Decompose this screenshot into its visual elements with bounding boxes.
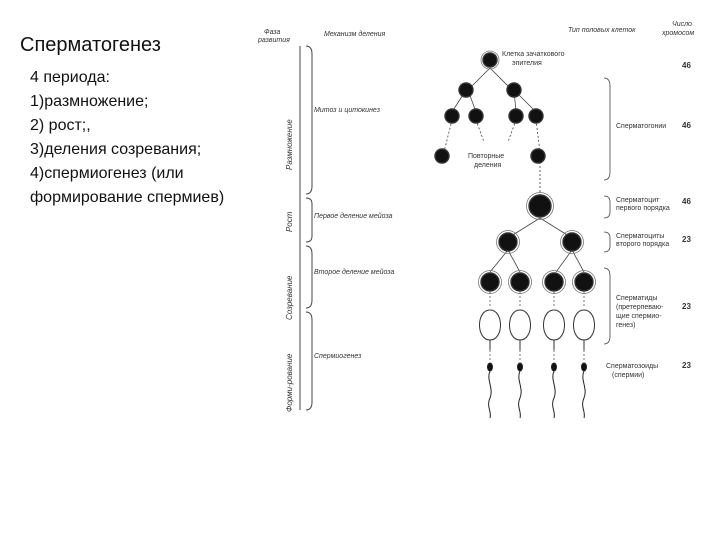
spermatid-cell [480,272,500,292]
period-item-maturation: 3)деления созревания; [30,141,202,158]
bracket-maturation [305,245,313,309]
cell-type-brackets [603,77,611,345]
mechanism-mitosis: Митоз и цитокинез [314,107,381,114]
chromosome-count-spermatogonia: 46 [682,121,691,130]
spermatogonium-cell [468,108,484,124]
spermatogonium-cell [458,82,474,98]
chromosome-count-secondary-spermatocyte: 23 [682,235,691,244]
annotation-repeated-divisions-2: деления [474,162,501,169]
annotation-germ-epithelium-1: Клетка зачаткового [502,51,565,58]
header-phase-line1: Фаза [264,29,280,36]
cell-group [434,52,594,292]
phase-label-reproduction: Размножение [285,119,294,170]
cell-type-spermatids-2: (претерпеваю- [616,304,664,311]
phase-label-formation: Форми-рование [285,353,294,412]
secondary-spermatocyte-cell [562,232,582,252]
period-item-reproduction: 1)размножение; [30,93,149,110]
annotation-repeated-divisions-1: Повторные [468,153,504,160]
arrows-to-spermatozoa [489,292,585,362]
spermatid-cell [574,272,594,292]
cell-type-primary-spermatocyte-2: первого порядка [616,205,670,212]
bracket-growth [305,197,313,243]
germ-epithelium-cell [482,52,498,68]
chromosome-count-primary-spermatocyte: 46 [682,197,691,206]
cell-type-spermatids-1: Сперматиды [616,295,657,302]
spermatogonium-cell [530,148,546,164]
spermatid-cell [510,272,530,292]
spermatogonium-cell [508,108,524,124]
spermatogenesis-diagram: Фаза развития Механизм деления Тип полов… [257,21,694,419]
spermatogonium-cell [506,82,522,98]
header-phase-line2: развития [257,37,290,44]
spermatozoa [487,362,587,419]
cell-type-secondary-spermatocyte-1: Сперматоциты [616,233,664,240]
primary-spermatocyte-cell [528,194,552,218]
phase-label-growth: Рост [285,211,294,232]
annotation-germ-epithelium-2: эпителия [512,60,542,67]
spermatogonium-cell [444,108,460,124]
header-chromosomes-line2: хромосом [661,30,694,37]
cell-type-spermatids-4: генез) [616,322,635,329]
spermatid-cell [544,272,564,292]
cell-type-spermatogonia: Сперматогонии [616,123,666,130]
spermatogonium-cell [434,148,450,164]
header-cell-type: Тип половых клеток [568,27,636,34]
slide-title: Сперматогенез [20,34,161,56]
transforming-spermatids [479,309,595,350]
mechanism-meiosis-2: Второе деление мейоза [314,268,394,276]
spermatogonium-cell [528,108,544,124]
period-item-spermiogenesis: 4)спермиогенез (или формирование спермие… [30,165,225,206]
phase-label-maturation: Созревание [285,275,294,320]
cell-type-primary-spermatocyte-1: Сперматоцит [616,197,660,204]
cell-type-secondary-spermatocyte-2: второго порядка [616,241,669,248]
chromosome-count-spermatids: 23 [682,302,691,311]
chromosome-count-germ: 46 [682,61,691,70]
mechanism-meiosis-1: Первое деление мейоза [314,212,393,220]
bracket-reproduction [305,45,313,195]
period-list: 4 периода: 1)размножение; 2) рост;, 3)де… [30,66,270,210]
cell-type-spermatozoa-1: Сперматозоиды [606,363,658,370]
header-mechanism: Механизм деления [324,30,386,38]
cell-type-spermatozoa-2: (спермии) [612,372,644,379]
cell-rims [478,50,596,294]
chromosome-count-spermatozoa: 23 [682,361,691,370]
period-item-growth: 2) рост;, [30,117,91,134]
bracket-formation [305,311,313,411]
secondary-spermatocyte-cell [498,232,518,252]
mechanism-spermiogenesis: Спермиогенез [314,353,362,360]
header-chromosomes-line1: Число [672,21,692,28]
cell-type-spermatids-3: щие спермио- [616,313,662,320]
period-list-intro: 4 периода: [30,69,110,86]
